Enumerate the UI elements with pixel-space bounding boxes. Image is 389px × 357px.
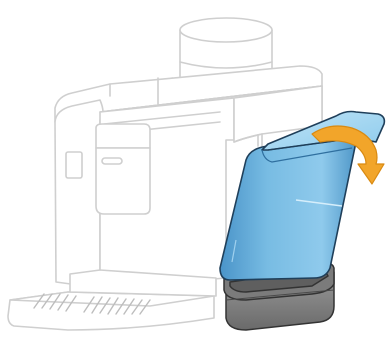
tank-body: [220, 134, 356, 280]
drip-tray: [8, 270, 216, 330]
coffee-spout: [96, 124, 150, 214]
display-panel: [66, 152, 82, 178]
